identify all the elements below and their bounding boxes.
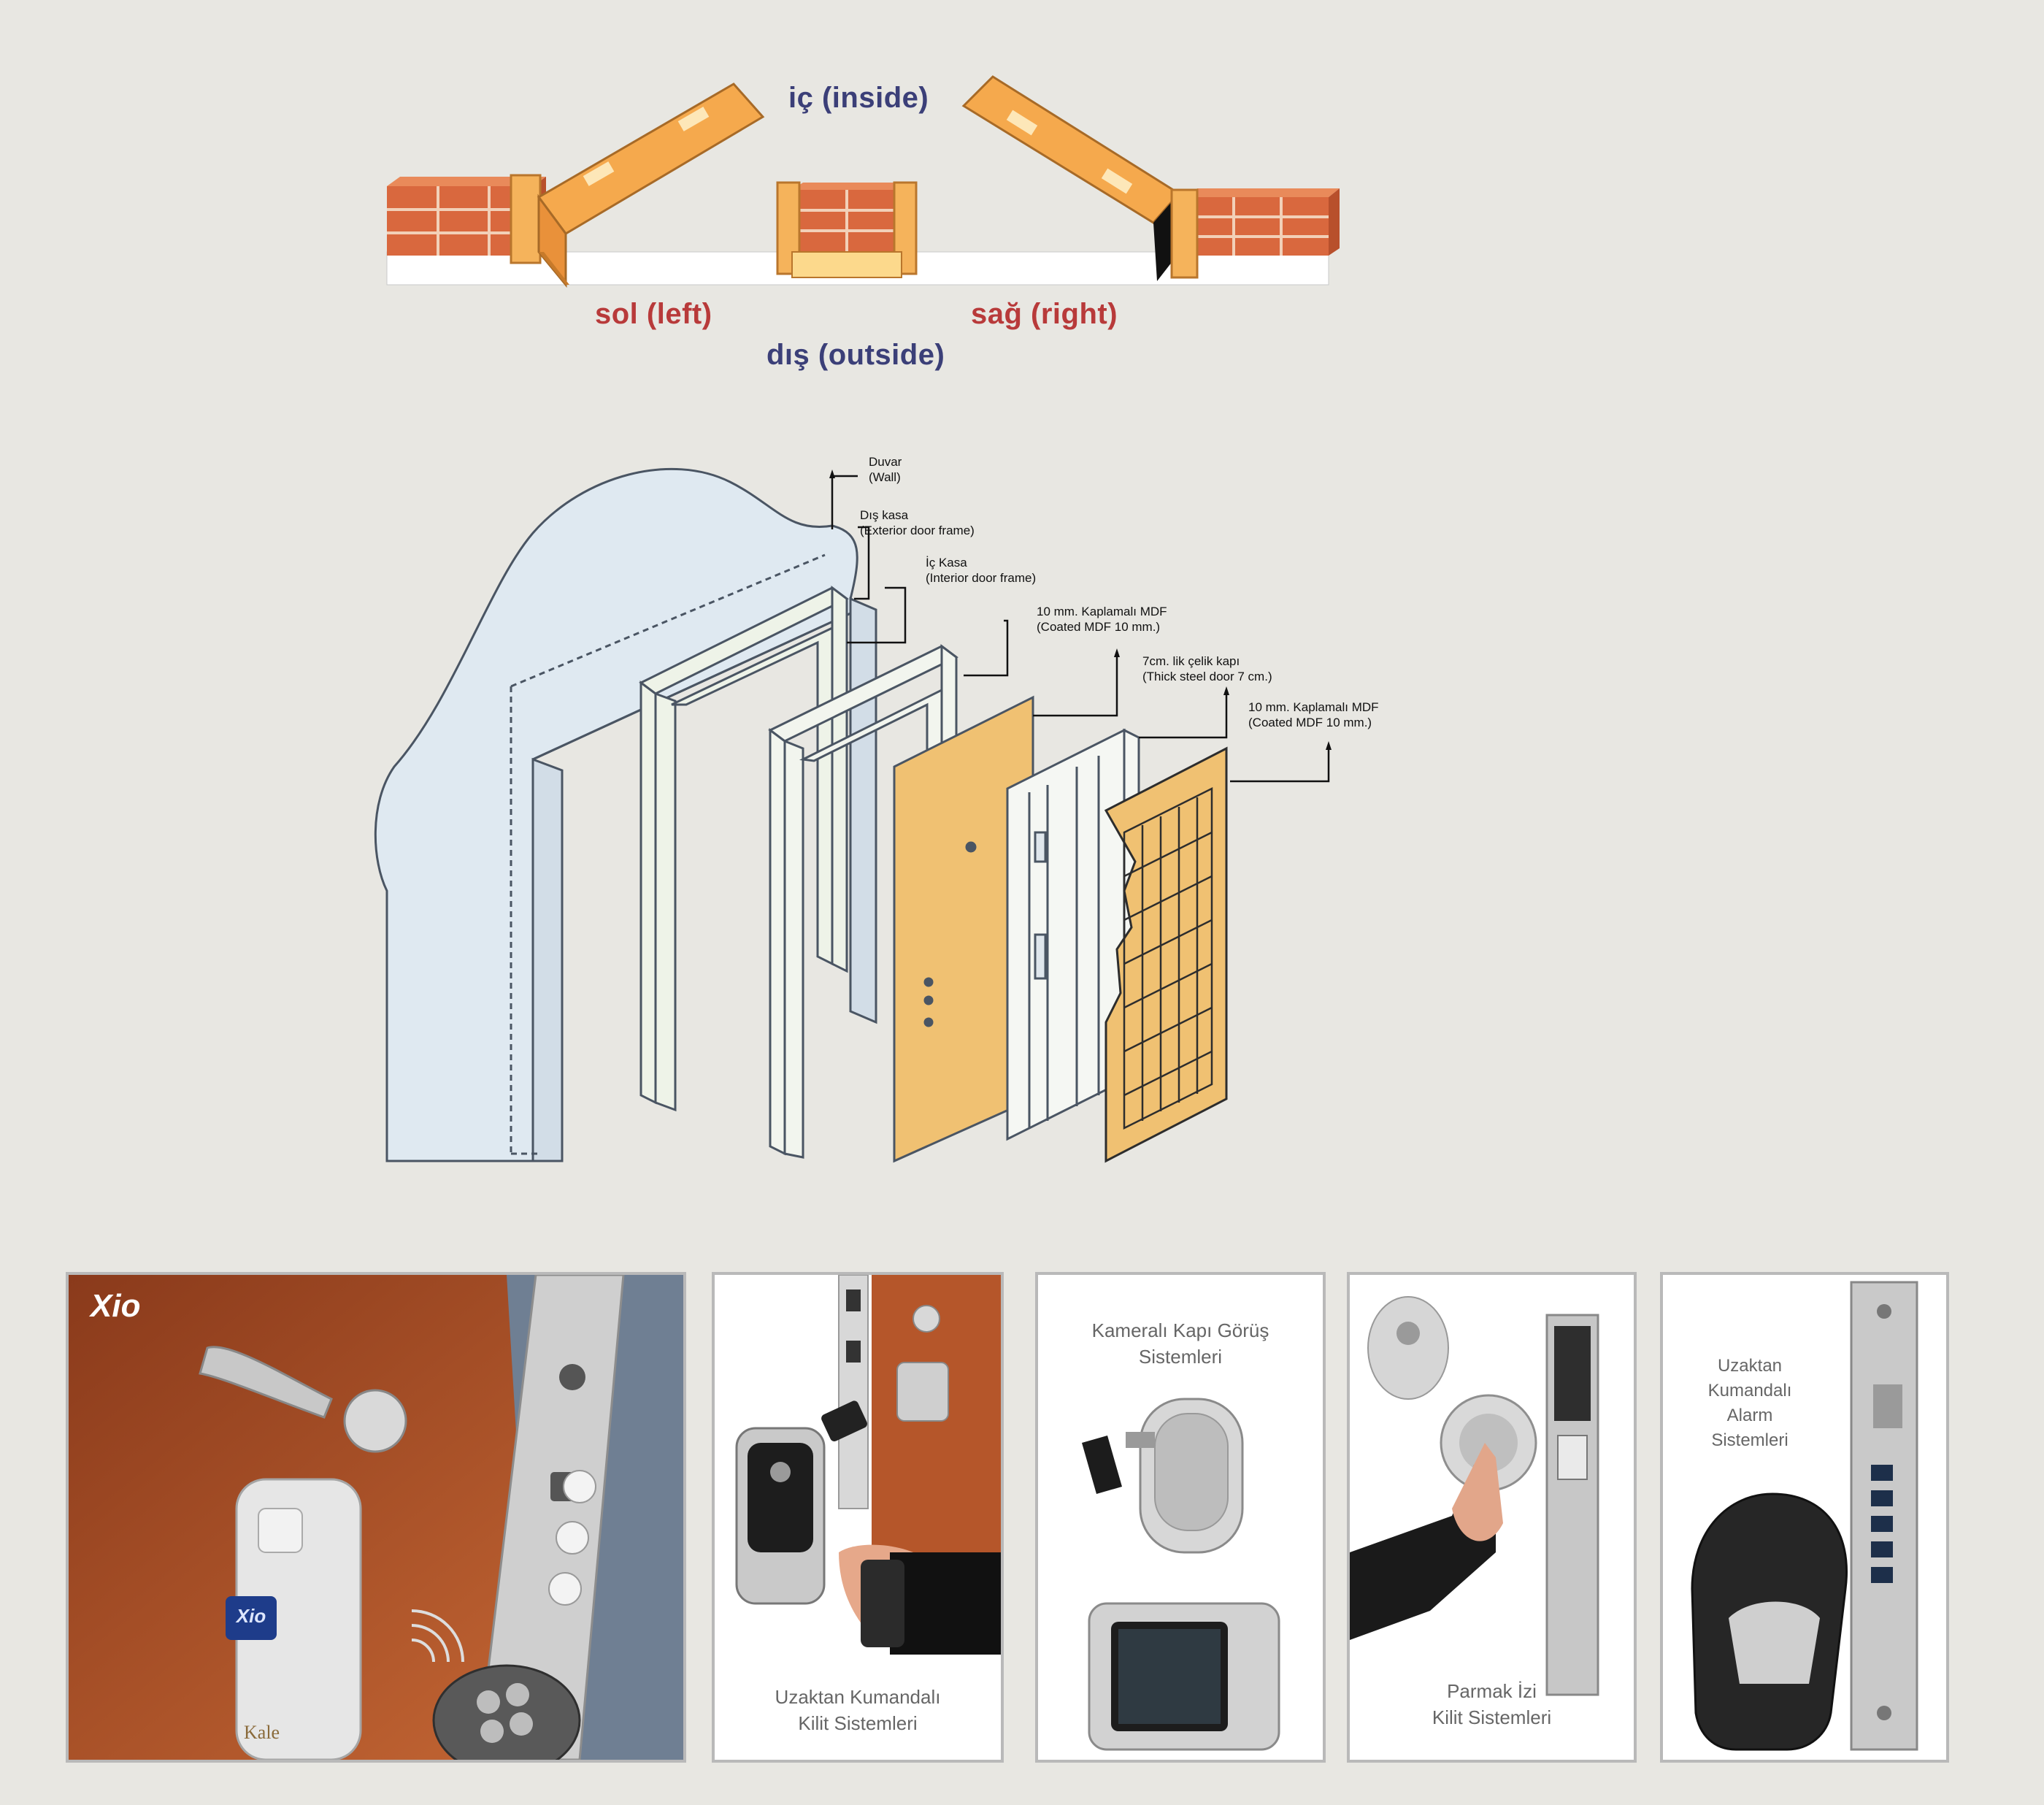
xio-screen-logo: Xio [236, 1605, 266, 1627]
exploded-door-illustration [374, 467, 1332, 1163]
callout-mdf-inner: 10 mm. Kaplamalı MDF (Coated MDF 10 mm.) [1037, 604, 1167, 635]
callout-mdf-outer: 10 mm. Kaplamalı MDF (Coated MDF 10 mm.) [1248, 700, 1379, 730]
coated-mdf-panel-patterned [1104, 746, 1228, 1163]
right-door-leaf [961, 75, 1183, 281]
remote-key-fob [432, 1664, 581, 1760]
panel-remote-lock: Uzaktan Kumandalı Kilit Sistemleri [712, 1272, 1004, 1763]
camera-viewer-caption-line2: Sistemleri [1138, 1346, 1223, 1368]
remote-alarm-caption-line1: Uzaktan [1717, 1356, 1783, 1376]
label-inside: iç (inside) [788, 82, 929, 114]
left-brick-wall [387, 174, 546, 264]
remote-alarm-caption-line2: Kumandalı [1707, 1381, 1792, 1400]
signal-waves [411, 1609, 464, 1663]
callout-wall: Duvar (Wall) [869, 454, 902, 485]
exterior-door-frame [639, 586, 849, 1112]
fingerprint-lock-caption-line2: Kilit Sistemleri [1432, 1706, 1552, 1728]
remote-alarm-caption-line4: Sistemleri [1711, 1430, 1788, 1450]
callout-exterior-frame: Dış kasa (Exterior door frame) [860, 507, 975, 538]
callout-exterior-frame-en: (Exterior door frame) [860, 524, 975, 537]
remote-alarm-caption-line3: Alarm [1726, 1406, 1773, 1425]
callout-wall-en: (Wall) [869, 470, 901, 484]
callout-steel-door-tr: 7cm. lik çelik kapı [1142, 654, 1240, 668]
camera-viewer-caption: Kameralı Kapı Görüş Sistemleri [1038, 1317, 1323, 1370]
callout-arrows [831, 475, 1330, 783]
fingerprint-lock-photo [1350, 1296, 1599, 1696]
callout-interior-frame-tr: İç Kasa [926, 556, 967, 570]
callout-mdf-inner-en: (Coated MDF 10 mm.) [1037, 620, 1161, 634]
exploded-door-diagram [365, 424, 1460, 1197]
xio-lock-photo [69, 1275, 683, 1760]
left-door-leaf [537, 83, 765, 288]
callout-arrowheads [829, 470, 1332, 750]
callout-steel-door-en: (Thick steel door 7 cm.) [1142, 670, 1272, 683]
coated-mdf-panel-plain [893, 695, 1034, 1163]
remote-lock-photo [735, 1275, 1001, 1655]
panel-camera-viewer: Kameralı Kapı Görüş Sistemleri [1035, 1272, 1326, 1763]
remote-alarm-photo [1691, 1281, 1918, 1751]
opening-direction-illustration [386, 75, 1340, 288]
fingerprint-lock-caption-line1: Parmak İzi [1447, 1680, 1537, 1702]
camera-viewer-photo [1082, 1398, 1280, 1751]
opening-direction-diagram [365, 66, 1372, 387]
label-left: sol (left) [595, 298, 712, 330]
kale-brand-mark: Kale [244, 1722, 280, 1743]
callout-interior-frame-en: (Interior door frame) [926, 571, 1037, 585]
callout-interior-frame: İç Kasa (Interior door frame) [926, 555, 1036, 586]
center-brick-pillar [776, 181, 918, 278]
fingerprint-lock-caption: Parmak İzi Kilit Sistemleri [1350, 1678, 1634, 1731]
remote-lock-caption-line2: Kilit Sistemleri [798, 1712, 918, 1734]
label-outside: dış (outside) [766, 339, 945, 371]
panel-fingerprint-lock: Parmak İzi Kilit Sistemleri [1347, 1272, 1637, 1763]
callout-mdf-outer-tr: 10 mm. Kaplamalı MDF [1248, 700, 1379, 714]
right-brick-wall [1170, 188, 1340, 279]
callout-wall-tr: Duvar [869, 455, 902, 469]
callout-mdf-outer-en: (Coated MDF 10 mm.) [1248, 716, 1372, 729]
label-right: sağ (right) [971, 298, 1118, 330]
xio-logo: Xio [91, 1288, 141, 1324]
callout-mdf-inner-tr: 10 mm. Kaplamalı MDF [1037, 605, 1167, 618]
camera-viewer-caption-line1: Kameralı Kapı Görüş [1091, 1319, 1269, 1341]
remote-lock-caption-line1: Uzaktan Kumandalı [775, 1686, 941, 1708]
callout-steel-door: 7cm. lik çelik kapı (Thick steel door 7 … [1142, 654, 1272, 684]
remote-alarm-caption: Uzaktan Kumandalı Alarm Sistemleri [1663, 1354, 1837, 1453]
callout-exterior-frame-tr: Dış kasa [860, 508, 909, 522]
remote-lock-caption: Uzaktan Kumandalı Kilit Sistemleri [715, 1684, 1001, 1736]
panel-remote-alarm: Uzaktan Kumandalı Alarm Sistemleri [1660, 1272, 1949, 1763]
panel-xio-lock: Xio Xio Kale [66, 1272, 686, 1763]
